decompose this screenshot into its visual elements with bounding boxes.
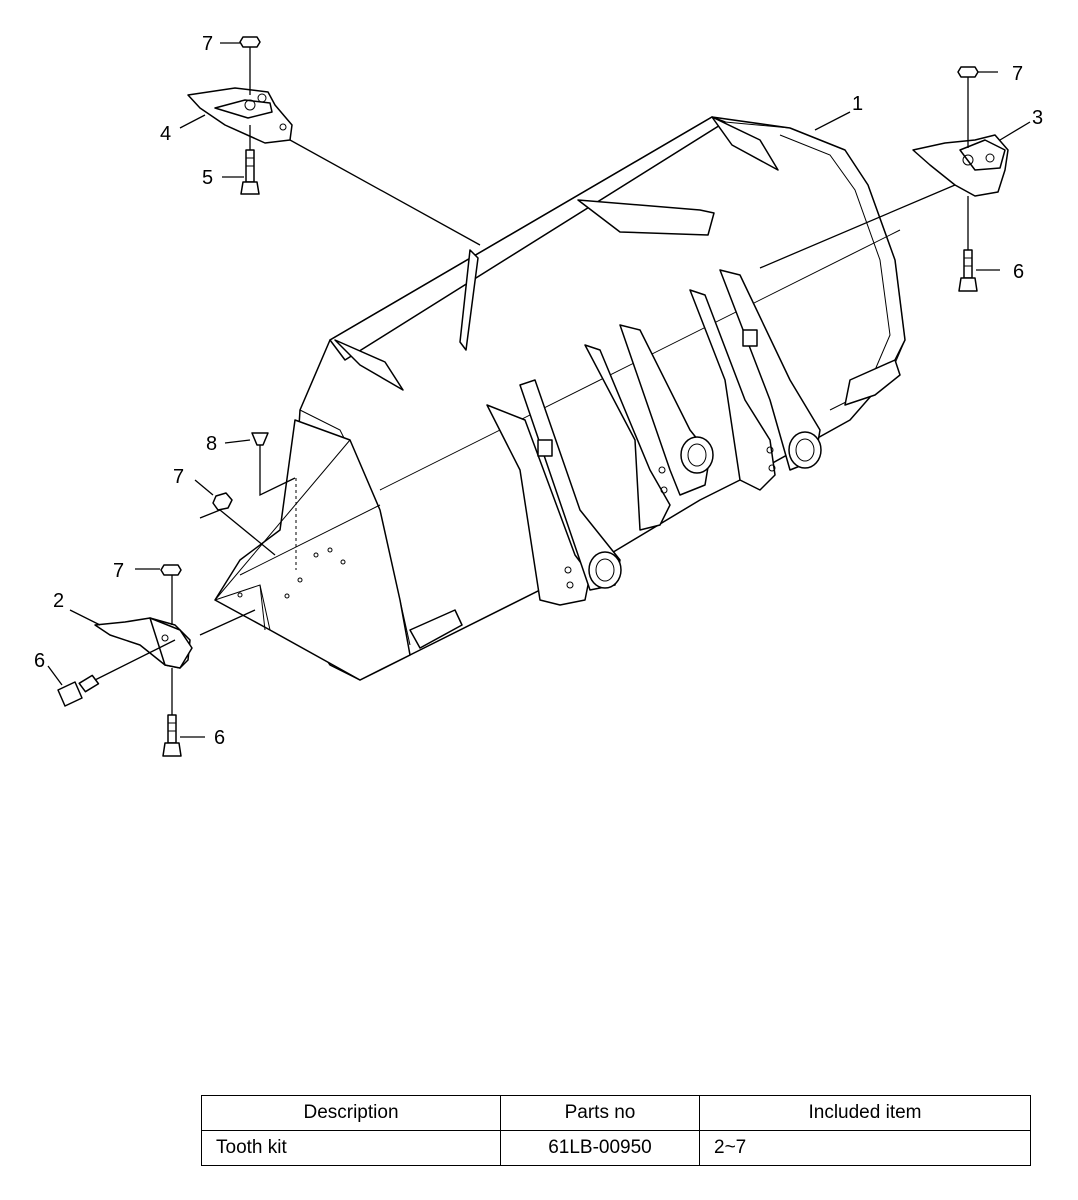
header-description: Description bbox=[201, 1095, 501, 1131]
tooth-adapter-3 bbox=[912, 134, 1009, 197]
cell-included-item: 2~7 bbox=[699, 1130, 1031, 1166]
mounting-bracket-3 bbox=[689, 269, 822, 491]
nut-7-top bbox=[239, 36, 261, 48]
nut-7-middle bbox=[212, 492, 233, 511]
bucket-body bbox=[214, 116, 906, 681]
bolt-5 bbox=[240, 149, 260, 195]
nut-7-right bbox=[957, 66, 979, 78]
callout-1: 1 bbox=[852, 93, 863, 115]
cell-parts-no: 61LB-00950 bbox=[500, 1130, 700, 1166]
mounting-bracket-1 bbox=[486, 379, 622, 606]
callout-4: 4 bbox=[160, 123, 171, 145]
parts-table-header: Description Parts no Included item bbox=[201, 1095, 1031, 1131]
callout-6c: 6 bbox=[214, 727, 225, 749]
bolt-6-bottom-left bbox=[57, 674, 100, 707]
table-row: Tooth kit 61LB-00950 2~7 bbox=[201, 1130, 1031, 1166]
callout-6b: 6 bbox=[34, 650, 45, 672]
cap-8 bbox=[251, 432, 269, 446]
callout-8: 8 bbox=[206, 433, 217, 455]
parts-table: Description Parts no Included item Tooth… bbox=[201, 1095, 1031, 1166]
cell-description: Tooth kit bbox=[201, 1130, 501, 1166]
bolt-6-bottom bbox=[162, 714, 182, 757]
tooth-adapter-4 bbox=[187, 87, 293, 144]
callout-7b: 7 bbox=[1012, 63, 1023, 85]
nut-7-bottom bbox=[160, 564, 182, 576]
bolt-6-right bbox=[958, 249, 978, 292]
callout-7d: 7 bbox=[113, 560, 124, 582]
exploded-parts-diagram: 1 7 4 5 7 3 6 bbox=[34, 33, 1043, 757]
callout-5: 5 bbox=[202, 167, 213, 189]
mounting-bracket-2 bbox=[584, 324, 714, 531]
callout-6a: 6 bbox=[1013, 261, 1024, 283]
callout-7c: 7 bbox=[173, 466, 184, 488]
callout-3: 3 bbox=[1032, 107, 1043, 129]
callout-2: 2 bbox=[53, 590, 64, 612]
tooth-adapter-2 bbox=[94, 617, 193, 669]
callout-7a: 7 bbox=[202, 33, 213, 55]
header-included-item: Included item bbox=[699, 1095, 1031, 1131]
header-parts-no: Parts no bbox=[500, 1095, 700, 1131]
